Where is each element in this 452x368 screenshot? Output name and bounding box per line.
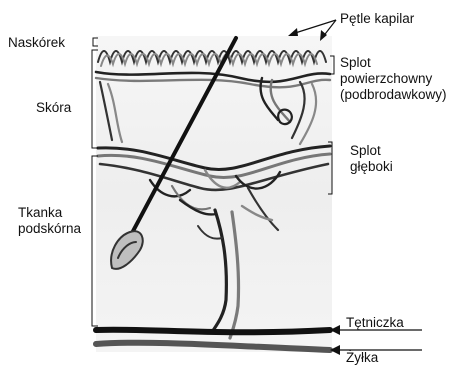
arteriole (96, 330, 330, 333)
label-tkanka-podskorna: Tkanka podskórna (18, 205, 81, 237)
label-zylka: Żyłka (346, 350, 378, 366)
label-skora: Skóra (36, 100, 71, 116)
label-splot-gleboki: Splot głęboki (350, 143, 393, 175)
arrow-petle-1 (292, 20, 336, 34)
label-naskorek: Naskórek (8, 35, 65, 51)
label-tetniczka: Tętniczka (346, 315, 404, 331)
label-splot-powierzchowny: Splot powierzchowny (podbrodawkowy) (340, 55, 447, 103)
label-petle-kapilar: Pętle kapilar (340, 11, 414, 27)
